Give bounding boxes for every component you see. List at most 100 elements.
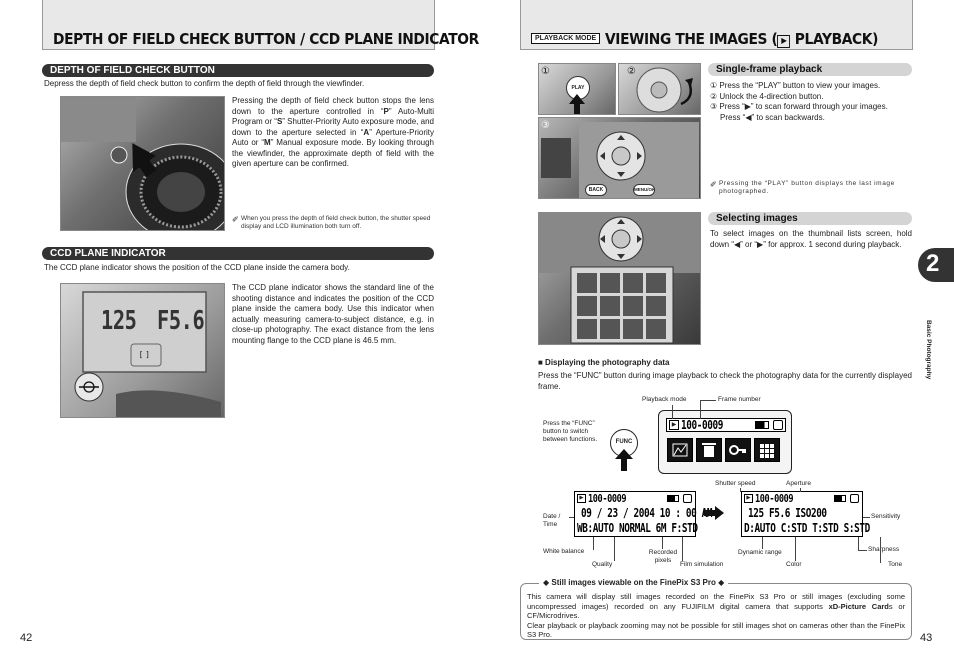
playback-mode-badge: PLAYBACK MODE bbox=[531, 33, 601, 44]
label-white-balance: White balance bbox=[543, 548, 585, 555]
label-sensitivity: Sensitivity bbox=[871, 513, 901, 520]
still-images-box: ◆ Still images viewable on the FinePix S… bbox=[520, 578, 912, 640]
dof-button-photo bbox=[60, 96, 225, 231]
ccd-indicator-photo: 125 F5.6 [ ] bbox=[60, 283, 225, 418]
label-sharpness: Sharpness bbox=[868, 546, 900, 553]
dof-heading: DEPTH OF FIELD CHECK BUTTON bbox=[42, 64, 434, 77]
callout-line bbox=[762, 537, 763, 549]
still-images-heading: ◆ Still images viewable on the FinePix S… bbox=[539, 578, 729, 587]
trash-icon bbox=[696, 438, 722, 462]
func-press-arrow bbox=[615, 449, 633, 471]
play-mode-icon: ▶ bbox=[744, 494, 753, 503]
callout-line bbox=[662, 537, 663, 549]
date-time-readout: 09 / 23 / 2004 10 : 00 AM bbox=[581, 506, 713, 520]
info-screen-left: ▶ 100-0009 09 / 23 / 2004 10 : 00 AM WB:… bbox=[574, 491, 713, 537]
thumbnail-grid-icon bbox=[754, 438, 780, 462]
ccd-intro: The CCD plane indicator shows the positi… bbox=[44, 263, 350, 272]
callout-line bbox=[740, 488, 741, 492]
info-screen-right: ▶ 100-0009 125 F5.6 ISO200 D:AUTO C:STD … bbox=[741, 491, 870, 537]
play-mode-icon: ▶ bbox=[669, 420, 679, 430]
left-page-title: DEPTH OF FIELD CHECK BUTTON / CCD PLANE … bbox=[53, 30, 479, 48]
label-aperture: Aperture bbox=[786, 480, 811, 487]
exposure-readout: 125 F5.6 ISO200 bbox=[748, 506, 827, 520]
right-header-bar: PLAYBACK MODE VIEWING THE IMAGES (▶ PLAY… bbox=[520, 0, 913, 50]
thumbnail-photo bbox=[538, 212, 701, 345]
callout-line bbox=[700, 400, 716, 401]
chapter-number: 2 bbox=[926, 250, 940, 277]
ccd-heading: CCD PLANE INDICATOR bbox=[42, 247, 434, 260]
callout-2: ② bbox=[627, 66, 636, 77]
dof-intro: Depress the depth of field check button … bbox=[44, 79, 365, 88]
callout-line bbox=[880, 537, 881, 563]
top-lcd-header: ▶ 100-0009 bbox=[666, 418, 786, 432]
dof-body: Pressing the depth of field check button… bbox=[232, 96, 434, 168]
top-frame-number: 100-0009 bbox=[681, 418, 723, 432]
selecting-body: To select images on the thumbnail lists … bbox=[710, 229, 912, 249]
ccd-lcd-aperture: F5.6 bbox=[157, 306, 205, 336]
dof-note: ✐ When you press the depth of field chec… bbox=[232, 215, 431, 230]
label-date-time: Date / Time bbox=[543, 513, 561, 528]
battery-icon bbox=[834, 495, 846, 502]
callout-1: ① bbox=[541, 66, 550, 77]
right-frame-number: 100-0009 bbox=[755, 492, 794, 505]
note-icon: ✐ bbox=[232, 215, 239, 224]
callout-line bbox=[795, 537, 796, 561]
unlock-photo: ② bbox=[618, 63, 701, 115]
callout-line bbox=[593, 537, 594, 550]
card-icon bbox=[850, 494, 859, 503]
battery-icon bbox=[667, 495, 679, 502]
wb-quality-readout: WB:AUTO NORMAL 6M F:STD bbox=[577, 521, 698, 535]
single-step-3b: Press “◀” to scan backwards. bbox=[720, 113, 825, 122]
menu-ok-button: MENU/OK bbox=[633, 184, 655, 196]
single-note: ✐ Pressing the “PLAY” button displays th… bbox=[710, 180, 895, 195]
protect-key-icon bbox=[725, 438, 751, 462]
arrow-right-icon bbox=[704, 506, 724, 520]
right-page-title: VIEWING THE IMAGES (▶ PLAYBACK) bbox=[605, 30, 879, 48]
label-dynamic-range: Dynamic range bbox=[738, 549, 782, 556]
selecting-heading: Selecting images bbox=[708, 212, 912, 225]
label-playback-mode: Playback mode bbox=[642, 396, 687, 403]
card-icon bbox=[773, 420, 783, 430]
callout-line bbox=[800, 488, 801, 492]
chapter-tab: 2 bbox=[918, 248, 954, 282]
label-quality: Quality bbox=[592, 561, 613, 568]
card-icon bbox=[683, 494, 692, 503]
single-step-2: ② Unlock the 4-direction button. bbox=[710, 92, 824, 101]
play-icon: ▶ bbox=[777, 35, 791, 48]
ccd-lcd-shutter: 125 bbox=[101, 306, 137, 336]
callout-line bbox=[858, 537, 859, 550]
right-page-number: 43 bbox=[920, 632, 933, 644]
callout-line bbox=[863, 517, 870, 518]
callout-line bbox=[700, 400, 701, 419]
back-button: BACK bbox=[585, 184, 607, 196]
label-recorded-pixels: Recorded pixels bbox=[648, 549, 678, 564]
single-step-3a: ③ Press “▶” to scan forward through your… bbox=[710, 102, 888, 111]
note-icon: ✐ bbox=[710, 180, 717, 189]
func-panel: ▶ 100-0009 bbox=[658, 410, 792, 474]
four-way-photo: ③ BACK MENU/OK bbox=[538, 117, 701, 199]
chapter-label: Basic Photography bbox=[925, 320, 932, 380]
histogram-icon bbox=[667, 438, 693, 462]
still-images-body: This camera will display still images re… bbox=[527, 592, 905, 639]
single-step-1: ① Press the “PLAY” button to view your i… bbox=[710, 81, 881, 90]
callout-line bbox=[858, 550, 867, 551]
label-tone: Tone bbox=[888, 561, 903, 568]
ccd-lcd-bracket: [ ] bbox=[139, 350, 150, 359]
label-frame-number: Frame number bbox=[718, 396, 761, 403]
ccd-body: The CCD plane indicator shows the standa… bbox=[232, 283, 434, 345]
callout-3: ③ bbox=[541, 120, 550, 131]
single-frame-heading: Single-frame playback bbox=[708, 63, 912, 76]
label-func-note: Press the “FUNC” button to switch betwee… bbox=[543, 420, 598, 443]
battery-icon bbox=[755, 421, 769, 429]
label-color: Color bbox=[786, 561, 802, 568]
callout-line bbox=[672, 405, 673, 419]
label-film-simulation: Film simulation bbox=[680, 561, 724, 568]
left-page-number: 42 bbox=[20, 632, 33, 644]
photo-data-heading: ■ Displaying the photography data bbox=[538, 358, 670, 367]
play-mode-icon: ▶ bbox=[577, 494, 586, 503]
callout-line bbox=[614, 537, 615, 561]
callout-line bbox=[682, 537, 683, 561]
callout-line bbox=[569, 517, 574, 518]
label-shutter-speed: Shutter speed bbox=[715, 480, 756, 487]
photo-data-body: Press the “FUNC” button during image pla… bbox=[538, 371, 912, 391]
